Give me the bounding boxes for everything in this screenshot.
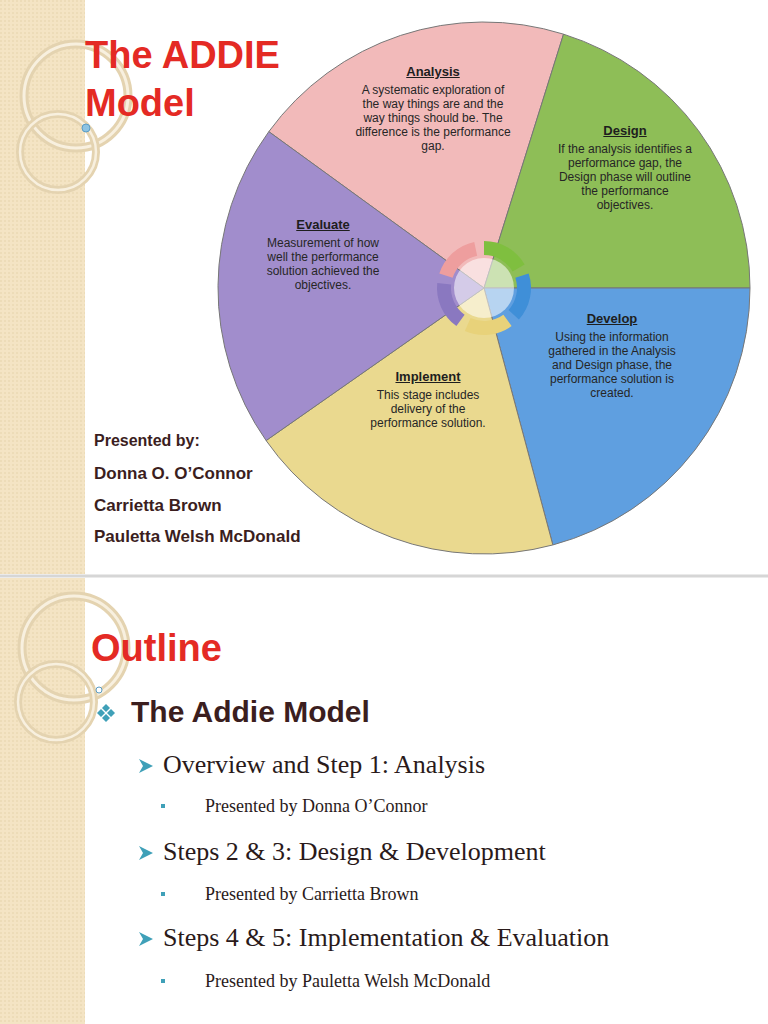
phase-text: Analysis A systematic exploration of the … — [352, 63, 514, 153]
arrow-bullet — [139, 759, 153, 946]
presenter-name: Pauletta Welsh McDonald — [94, 526, 301, 547]
presenter-heading: Presented by: — [94, 431, 200, 451]
wedge-outline — [218, 132, 484, 441]
outline-item: Steps 2 & 3: Design & Development — [163, 836, 546, 868]
phase-description: Measurement of how well the performance … — [257, 236, 389, 292]
phase-description: If the analysis identifies a performance… — [555, 142, 695, 212]
outline-item: Steps 4 & 5: Implementation & Evaluation — [163, 922, 609, 954]
diamond-bullet — [97, 704, 115, 722]
slide-divider — [0, 575, 768, 578]
phase-heading: Develop — [537, 310, 687, 327]
phase-heading: Analysis — [352, 63, 514, 80]
phase-wedge: Design If the analysis identifies a perfo… — [484, 34, 750, 288]
phase-heading: Design — [555, 122, 695, 139]
phase-text: Design If the analysis identifies a perfo… — [555, 122, 695, 212]
wedge-outline — [484, 34, 750, 288]
side-strip — [0, 578, 85, 1024]
phase-description: Using the information gathered in the An… — [537, 330, 687, 400]
outline-subitem: Presented by Donna O’Connor — [205, 794, 427, 818]
slide-heading: Outline — [91, 625, 222, 671]
side-strip — [0, 0, 85, 574]
outline-subitem: Presented by Carrietta Brown — [205, 882, 418, 906]
outline-topic: The Addie Model — [131, 694, 370, 730]
phase-text: DevelopUsing the information gathered in… — [537, 310, 687, 400]
phase-heading: Implement — [358, 368, 498, 385]
phase-heading: Evaluate — [257, 216, 389, 233]
outline-item: Overview and Step 1: Analysis — [163, 749, 485, 781]
square-bullet — [161, 804, 165, 983]
phase-description: This stage includes delivery of the perf… — [358, 388, 498, 430]
phase-text: EvaluateMeasurement of how well the perf… — [257, 216, 389, 292]
presenter-name: Carrietta Brown — [94, 495, 222, 516]
phase-description: A systematic exploration of the way thin… — [352, 83, 514, 153]
outline-subitem: Presented by Pauletta Welsh McDonald — [205, 969, 490, 993]
presenter-name: Donna O. O’Connor — [94, 463, 253, 484]
phase-text: ImplementThis stage includes delivery of… — [358, 368, 498, 430]
slide-title: The ADDIE Model — [85, 31, 335, 127]
